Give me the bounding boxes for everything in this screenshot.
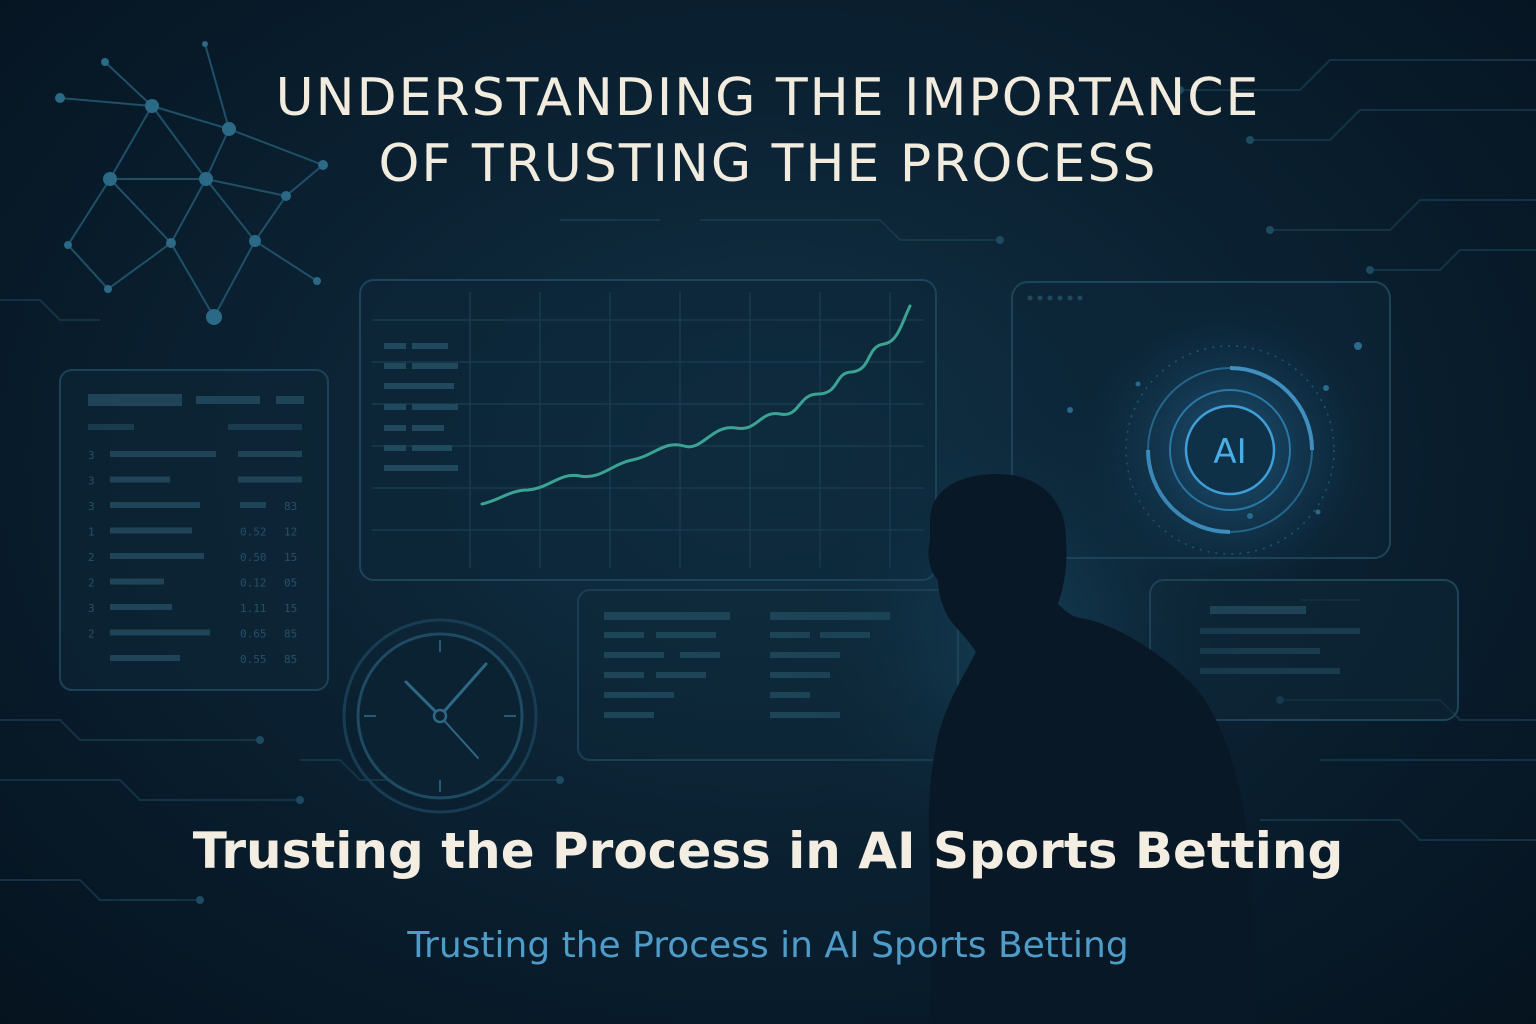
- page-title-line-2: OF TRUSTING THE PROCESS: [378, 134, 1158, 194]
- person-silhouette: [928, 474, 1256, 1024]
- table-row-value-a: 1.11: [240, 602, 267, 615]
- caption: Trusting the Process in AI Sports Bettin…: [407, 925, 1129, 966]
- table-row-bar: [110, 451, 216, 457]
- subtitle: Trusting the Process in AI Sports Bettin…: [192, 822, 1344, 880]
- table-row-value-a: 0.12: [240, 577, 267, 590]
- table-row-bar: [110, 502, 200, 508]
- table-row-index: 3: [88, 602, 95, 615]
- table-row: 1 0.52 12: [88, 526, 297, 539]
- table-row-index: 2: [88, 551, 95, 564]
- table-row-index: 2: [88, 577, 95, 590]
- table-row: 3: [88, 449, 302, 462]
- table-row: 2 0.12 05: [88, 577, 297, 590]
- table-row-bar: [240, 502, 266, 508]
- table-row-value-b: 05: [284, 577, 297, 590]
- network-graph-icon: [55, 41, 328, 325]
- table-row-value-b: 15: [284, 551, 297, 564]
- table-row: 3: [88, 475, 302, 488]
- table-row-bar: [110, 578, 164, 585]
- table-row-bar: [110, 553, 204, 559]
- table-row: 2 0.50 15: [88, 551, 297, 564]
- table-row-bar: [110, 476, 170, 483]
- table-row-bar: [238, 476, 302, 483]
- table-row-bar: [110, 604, 172, 610]
- table-row-value-a: 0.52: [240, 526, 267, 539]
- table-row-index: 1: [88, 526, 95, 539]
- table-row-value-a: 0.65: [240, 628, 267, 641]
- table-row-bar: [110, 527, 192, 534]
- table-row-bar: [238, 451, 302, 457]
- table-row-value-a: 0.50: [240, 551, 267, 564]
- table-row-value-b: 85: [284, 628, 297, 641]
- table-row: 3 1.11 15: [88, 602, 297, 615]
- stats-table-panel: 3 3 3 83 1 0.52 12 2 0.50 15 2 0.12 05 3 1.11 15 2 0.65 85…: [59, 369, 329, 691]
- table-row-index: 3: [88, 449, 95, 462]
- clock-icon: [342, 618, 538, 814]
- table-row: 0.55 85: [110, 653, 297, 666]
- table-row: 2 0.65 85: [88, 628, 297, 641]
- ai-chip-icon: AI: [1213, 432, 1246, 472]
- table-row-value-b: 83: [284, 500, 297, 513]
- table-row-value-b: 12: [284, 526, 297, 539]
- table-row-index: 2: [88, 628, 95, 641]
- table-row: 3 83: [88, 500, 297, 513]
- table-row-bar: [110, 629, 210, 636]
- table-row-bar: [110, 655, 180, 661]
- table-row-index: 3: [88, 500, 95, 513]
- page-title-line-1: UNDERSTANDING THE IMPORTANCE: [275, 68, 1261, 128]
- table-row-index: 3: [88, 475, 95, 488]
- chart-panel: [359, 279, 937, 581]
- table-row-value-b: 15: [284, 602, 297, 615]
- trend-line: [480, 304, 912, 506]
- table-row-value-b: 85: [284, 653, 297, 666]
- table-row-value-a: 0.55: [240, 653, 267, 666]
